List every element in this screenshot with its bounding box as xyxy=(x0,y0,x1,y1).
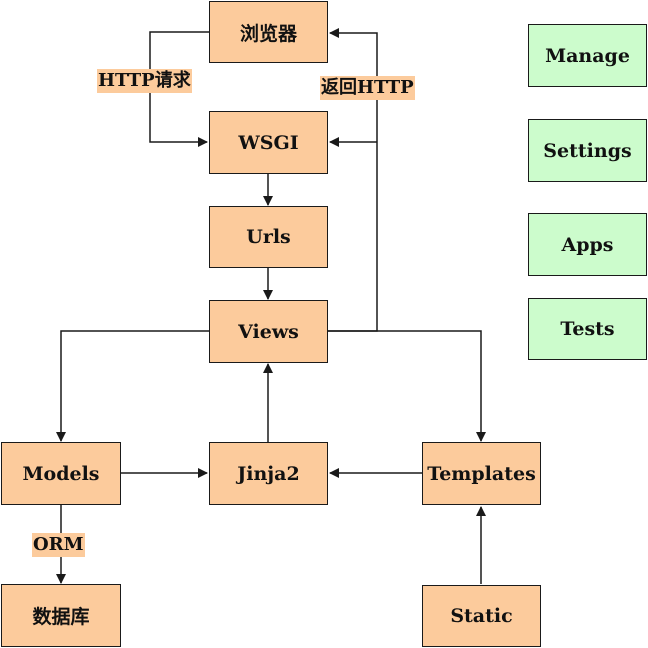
orm-label: ORM xyxy=(32,533,85,557)
node-urls[interactable]: Urls xyxy=(209,206,328,268)
http-request-label: HTTP请求 xyxy=(97,69,192,93)
node-wsgi[interactable]: WSGI xyxy=(209,111,328,174)
edge-views-to-models xyxy=(56,330,209,442)
node-templates[interactable]: Templates xyxy=(422,442,541,505)
node-jinja2[interactable]: Jinja2 xyxy=(209,442,328,505)
node-static[interactable]: Static xyxy=(422,585,541,647)
node-settings[interactable]: Settings xyxy=(528,119,647,182)
node-views[interactable]: Views xyxy=(209,300,328,363)
node-manage[interactable]: Manage xyxy=(528,24,647,87)
return-http-label: 返回HTTP xyxy=(320,76,415,100)
node-database[interactable]: 数据库 xyxy=(1,584,121,647)
node-apps[interactable]: Apps xyxy=(528,213,647,276)
node-tests[interactable]: Tests xyxy=(528,298,647,360)
node-models[interactable]: Models xyxy=(1,442,121,505)
edge-views-to-templates xyxy=(328,330,486,442)
node-browser[interactable]: 浏览器 xyxy=(209,1,328,63)
